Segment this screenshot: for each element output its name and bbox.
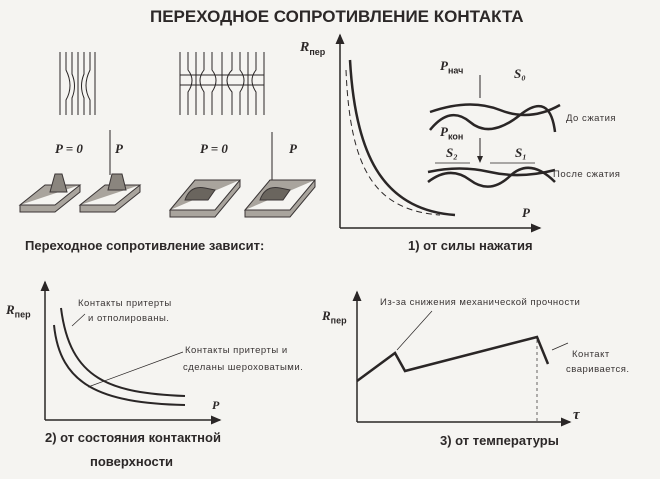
p-label: P	[289, 141, 297, 156]
chart2-axes	[40, 280, 222, 425]
surface-before	[429, 103, 561, 133]
force-arrows	[109, 130, 272, 186]
p-zero-label: P = 0	[200, 141, 228, 156]
surface-after	[427, 166, 556, 188]
chart1-curve-dashed	[345, 69, 441, 216]
weld-note: Контакт	[572, 349, 610, 360]
chart2-curve-polished	[60, 307, 186, 397]
curve-label-rough: Контакты притерты и	[185, 345, 288, 356]
p-label: P	[115, 141, 123, 156]
chart3-axes	[352, 290, 572, 427]
chart3-ylabel: Rпер	[322, 308, 347, 326]
chart3-caption: 3) от температуры	[440, 433, 559, 448]
chart1-ylabel: Rпер	[300, 40, 326, 57]
p-end-label: Pкон	[440, 124, 464, 142]
current-lines-multi	[179, 52, 265, 115]
before-label: До сжатия	[566, 113, 617, 124]
curve-label-polished: Контакты притерты	[78, 298, 172, 309]
chart3-xlabel: τ	[573, 407, 580, 423]
chart1-caption: 1) от силы нажатия	[408, 238, 533, 253]
curve-label-rough-2: сделаны шероховатыми.	[183, 362, 304, 373]
p-zero-label: P = 0	[55, 141, 83, 156]
weld-note-2: сваривается.	[566, 364, 630, 375]
after-label: После сжатия	[553, 169, 621, 180]
chart2-curve-rough	[53, 324, 186, 406]
chart3-curve	[356, 335, 550, 383]
current-lines-single	[59, 52, 96, 115]
s2-label: S₂	[446, 145, 458, 160]
chart2-xlabel: P	[212, 398, 220, 412]
chart2-ylabel: Rпер	[6, 302, 31, 320]
chart2-caption: 2) от состояния контактной	[45, 430, 221, 445]
p-start-label: Pнач	[440, 58, 464, 76]
chart1-axes	[335, 33, 542, 233]
chart1-curve	[348, 59, 456, 217]
chart1-xlabel: P	[522, 205, 530, 220]
depends-heading: Переходное сопротивление зависит:	[25, 238, 265, 253]
curve-label-polished-2: и отполированы.	[88, 313, 170, 324]
contact-plates	[18, 173, 317, 218]
page-title: ПЕРЕХОДНОЕ СОПРОТИВЛЕНИЕ КОНТАКТА	[150, 7, 524, 26]
strength-note: Из-за снижения механической прочности	[380, 297, 581, 308]
s0-label: S₀	[514, 66, 526, 81]
s1-label: S₁	[515, 145, 527, 160]
chart2-caption-2: поверхности	[90, 454, 174, 469]
